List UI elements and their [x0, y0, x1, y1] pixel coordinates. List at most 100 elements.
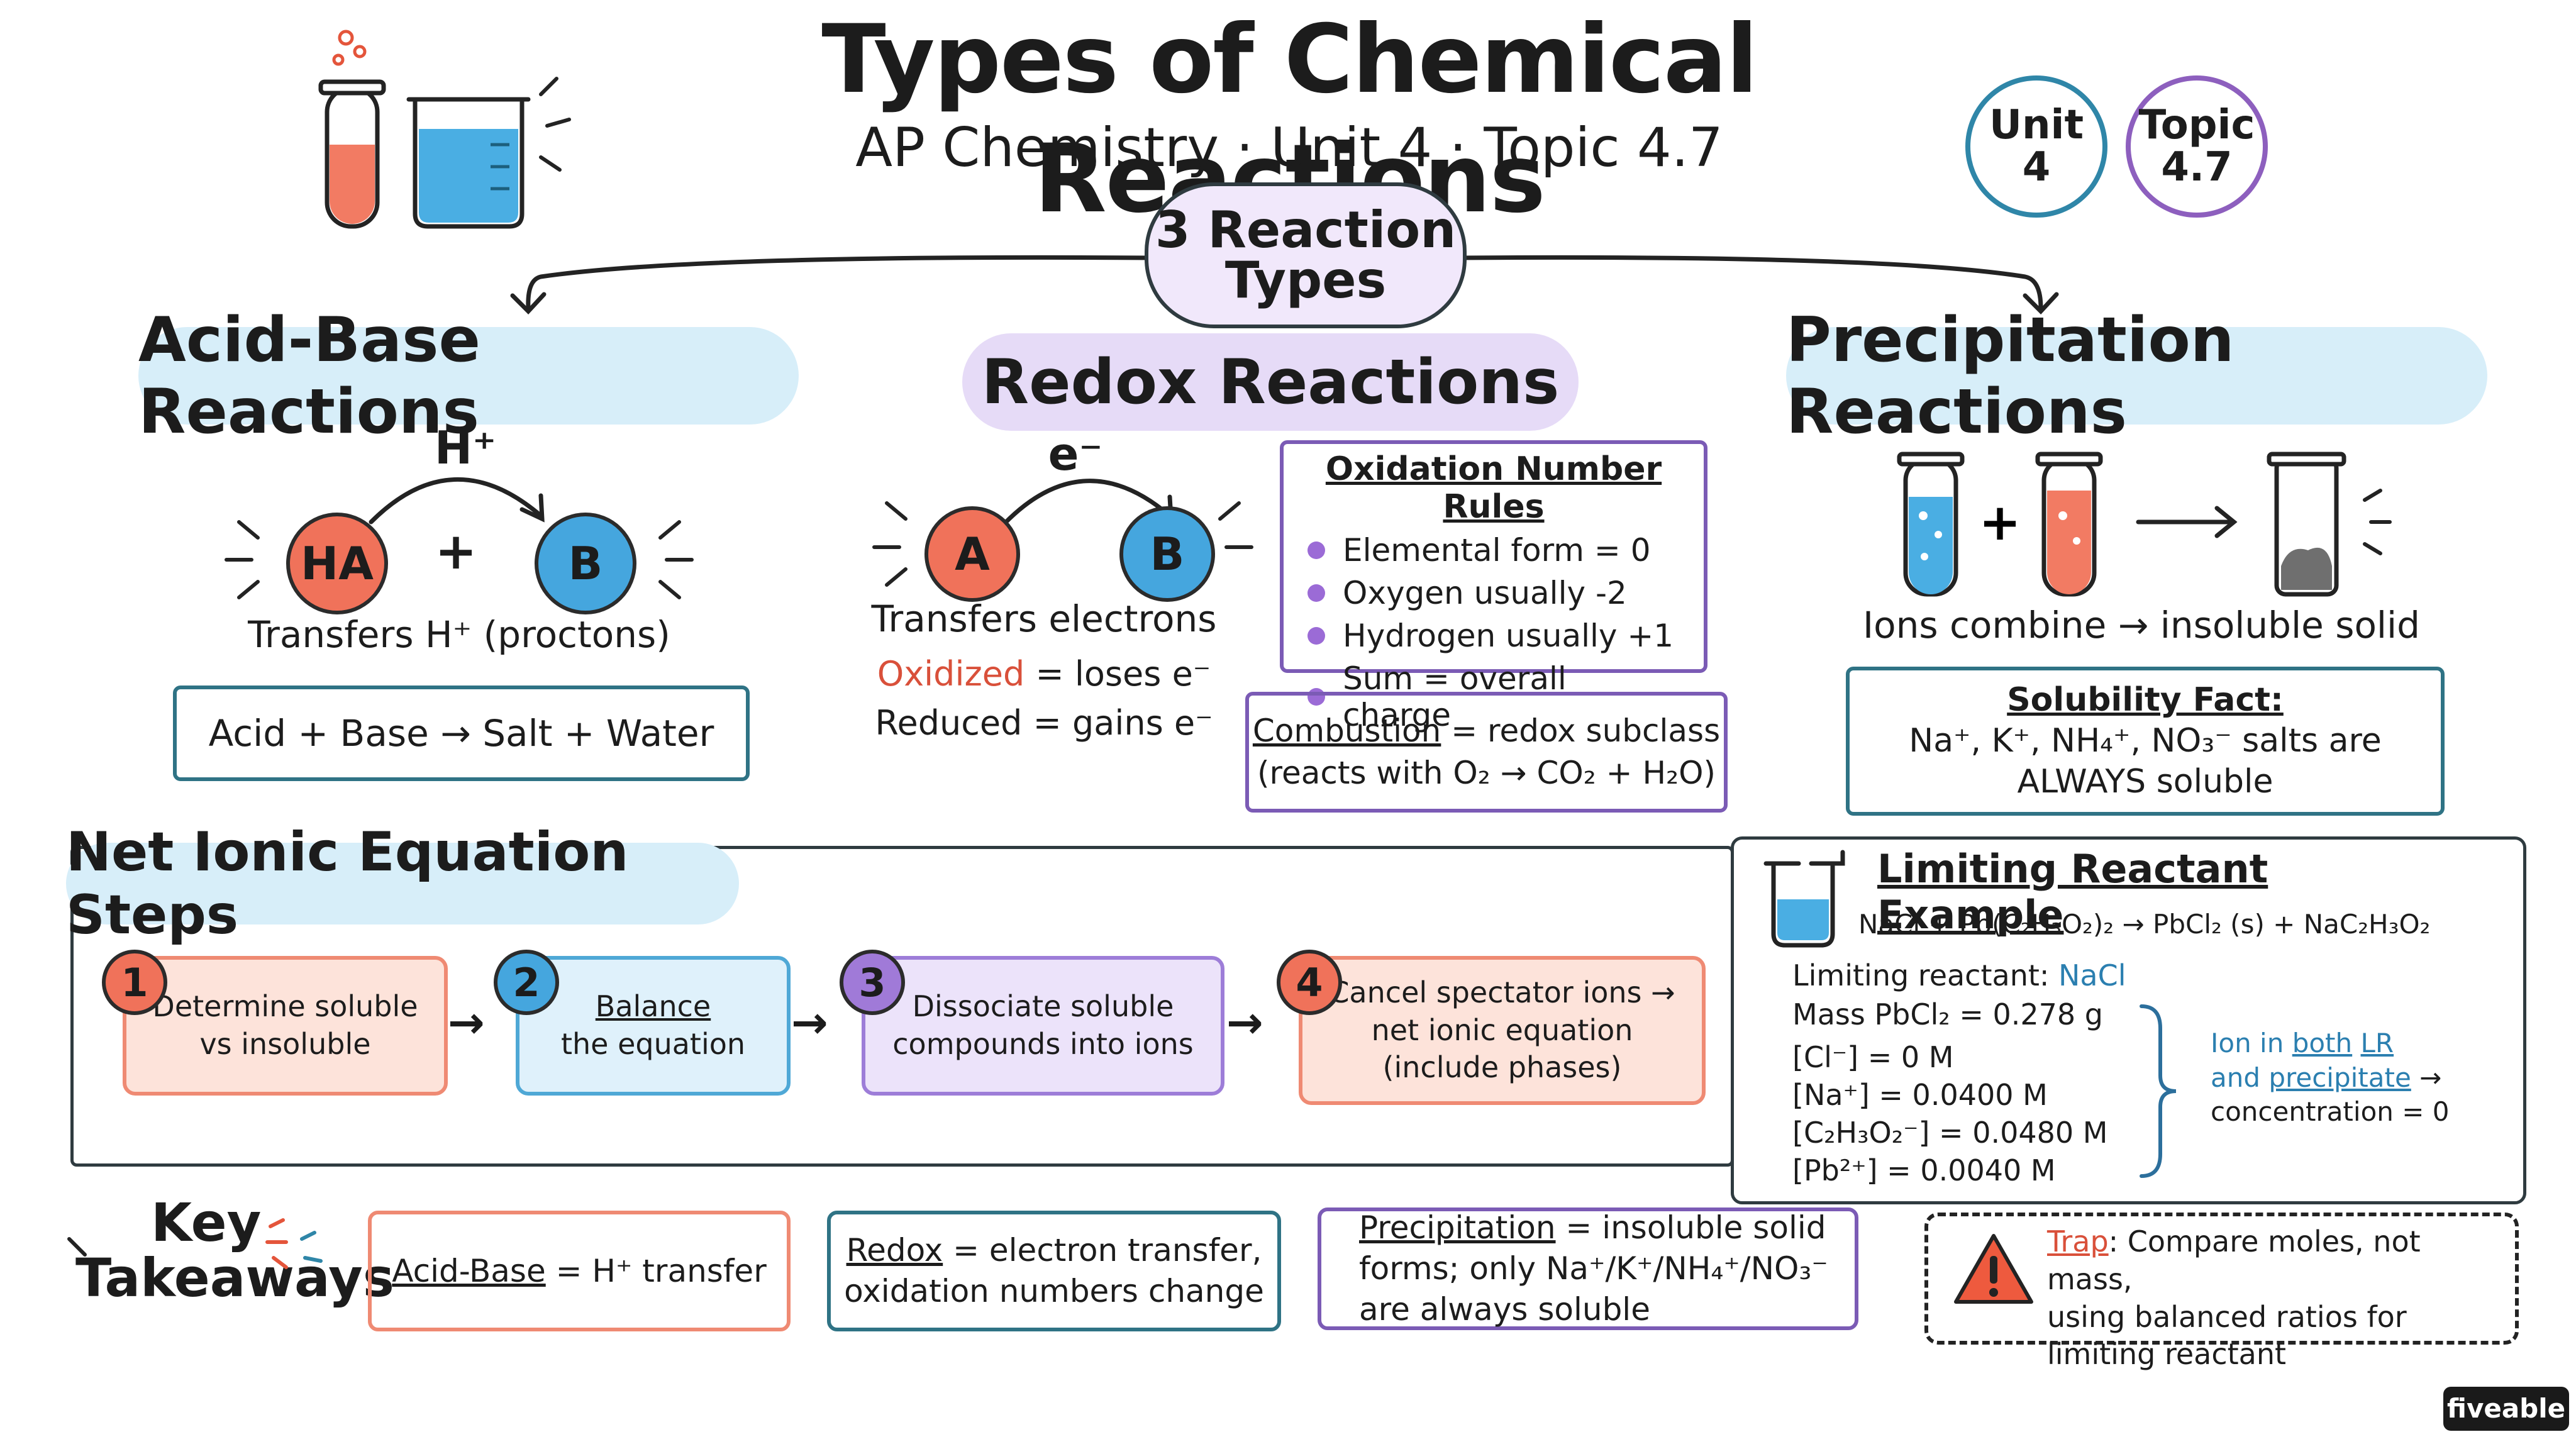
step-1-box: Determine soluble vs insoluble — [123, 956, 448, 1096]
takeaway-acid-base-rest: = H⁺ transfer — [545, 1252, 767, 1289]
solubility-fact-title: Solubility Fact: — [2007, 681, 2284, 719]
limiting-note: Ion in both LR and precipitate → concent… — [2211, 1026, 2506, 1130]
note-a: Ion in — [2211, 1028, 2292, 1058]
rule-item: Oxygen usually -2 — [1307, 575, 1680, 611]
oxidized-word: Oxidized — [877, 654, 1025, 694]
note-f: precipitate — [2268, 1062, 2411, 1093]
takeaways-sparks — [67, 1218, 323, 1269]
step-4-number: 4 — [1277, 950, 1342, 1015]
solubility-fact-line1: Na⁺, K⁺, NH₄⁺, NO₃⁻ salts are — [1909, 722, 2382, 760]
unit-badge-label: Unit — [1989, 101, 2084, 148]
brace-icon — [2140, 1004, 2177, 1178]
takeaway-redox: Redox = electron transfer, oxidation num… — [827, 1211, 1281, 1331]
takeaways-heading-line1: Key — [151, 1192, 262, 1253]
limiting-mass: Mass PbCl₂ = 0.278 g — [1792, 997, 2104, 1031]
hub-line2: Types — [1224, 251, 1387, 309]
precipitation-heading: Precipitation Reactions — [1786, 304, 2487, 448]
rule-item: Hydrogen usually +1 — [1307, 618, 1680, 654]
step-arrow-3: → — [1226, 997, 1263, 1048]
rule-text: Elemental form = 0 — [1343, 532, 1651, 569]
takeaway-precip-rest: = insoluble solid — [1555, 1209, 1826, 1246]
bullet-icon — [1307, 688, 1325, 706]
acid-base-caption: Transfers H⁺ (proctons) — [248, 613, 670, 656]
combustion-line2: (reacts with O₂ → CO₂ + H₂O) — [1257, 755, 1716, 791]
step-arrow-1: → — [448, 997, 485, 1048]
oxidation-rules-box: Oxidation Number Rules Elemental form = … — [1280, 440, 1707, 733]
step-4-box: Cancel spectator ions → net ionic equati… — [1299, 956, 1706, 1105]
takeaway-redox-line2: oxidation numbers change — [844, 1273, 1264, 1309]
test-tube-icon — [1897, 452, 1965, 597]
acid-circle: HA — [286, 513, 388, 614]
takeaways-heading: Key Takeaways — [75, 1192, 394, 1321]
combustion-line1: Combustion = redox subclass — [1249, 710, 1724, 753]
step-3-line1: Dissociate soluble — [912, 989, 1174, 1024]
limiting-reactant-value: NaCl — [2058, 958, 2126, 992]
conc-acetate: [C₂H₃O₂⁻] = 0.0480 M — [1792, 1116, 2108, 1150]
takeaway-precipitation: Precipitation = insoluble solid forms; o… — [1318, 1208, 1858, 1330]
rule-item: Elemental form = 0 — [1307, 532, 1680, 569]
limiting-title: Limiting Reactant Example — [1877, 846, 2268, 938]
redox-heading: Redox Reactions — [962, 333, 1579, 431]
page-title: Types of Chemical Reactions — [821, 5, 1758, 234]
redox-caption: Transfers electrons — [871, 597, 1217, 640]
solubility-fact-box: Solubility Fact: Na⁺, K⁺, NH₄⁺, NO₃⁻ sal… — [1846, 667, 2445, 816]
note-c — [2352, 1028, 2360, 1058]
rule-text: Oxygen usually -2 — [1343, 575, 1627, 611]
note-g: → — [2411, 1062, 2442, 1093]
arrow-right-icon — [2136, 506, 2238, 538]
header-illustration — [302, 19, 591, 233]
rule-text: Hydrogen usually +1 — [1343, 618, 1674, 654]
step-arrow-2: → — [791, 997, 828, 1048]
takeaway-redox-rest: = electron transfer, — [943, 1232, 1262, 1269]
limiting-equation: NaCl + Pb(C₂H₃O₂)₂ → PbCl₂ (s) + NaC₂H₃O… — [1858, 909, 2431, 940]
step-2-line2: the equation — [560, 1027, 746, 1061]
precip-plus: + — [1979, 493, 2021, 552]
net-ionic-heading: Net Ionic Equation Steps — [66, 821, 739, 947]
combustion-word: Combustion — [1252, 712, 1441, 749]
oxidation-rules-list: Elemental form = 0 Oxygen usually -2 Hyd… — [1307, 532, 1680, 733]
step-4-line1: Cancel spectator ions → — [1329, 975, 1675, 1009]
precipitation-illustration: + — [1897, 452, 2392, 597]
precipitate-tube-icon — [2267, 452, 2392, 597]
hub-box: 3 Reaction Types — [1145, 182, 1467, 328]
trap-line3: limiting reactant — [2047, 1337, 2287, 1372]
rule-text: Sum = overall charge — [1343, 660, 1567, 733]
solubility-fact-line2: ALWAYS soluble — [2017, 763, 2273, 801]
note-e: and — [2211, 1062, 2269, 1093]
limiting-note-line1: Ion in both LR — [2211, 1026, 2506, 1061]
test-tube-icon — [2035, 452, 2103, 597]
acid-base-plus: + — [435, 522, 477, 580]
limiting-note-line2: and precipitate → — [2211, 1061, 2506, 1096]
takeaway-precip-line3: are always soluble — [1359, 1291, 1650, 1328]
trap-text: Trap: Compare moles, not mass, using bal… — [2047, 1223, 2512, 1374]
takeaway-precip-line2: forms; only Na⁺/K⁺/NH₄⁺/NO₃⁻ — [1359, 1250, 1828, 1287]
beaker-icon — [1763, 850, 1845, 948]
step-3-number: 3 — [840, 950, 905, 1015]
bullet-icon — [1307, 584, 1325, 602]
oxidized-rest: = loses e⁻ — [1024, 654, 1211, 694]
redox-a-circle: A — [924, 506, 1020, 602]
takeaway-precip-strong: Precipitation — [1359, 1209, 1556, 1246]
rule-item: Sum = overall charge — [1307, 660, 1680, 733]
bullet-icon — [1307, 627, 1325, 645]
acid-base-equation: Acid + Base → Salt + Water — [173, 686, 750, 781]
oxidation-rules-title: Oxidation Number Rules — [1325, 450, 1662, 526]
step-1-line1: Determine soluble — [152, 989, 418, 1024]
topic-badge-value: 4.7 — [2161, 144, 2233, 191]
bullet-icon — [1307, 541, 1325, 559]
limiting-reactant-label: Limiting reactant: — [1792, 958, 2059, 992]
combustion-rest: = redox subclass — [1441, 712, 1721, 749]
unit-badge: Unit 4 — [1965, 75, 2107, 218]
step-2-box: Balance the equation — [516, 956, 791, 1096]
branch-arrows — [510, 255, 2059, 315]
step-4-line2: net ionic equation — [1371, 1013, 1633, 1047]
conc-pb: [Pb²⁺] = 0.0040 M — [1792, 1153, 2056, 1187]
step-2-line1: Balance — [595, 989, 711, 1024]
precipitation-caption: Ions combine → insoluble solid — [1863, 604, 2420, 647]
topic-badge: Topic 4.7 — [2126, 75, 2268, 218]
step-1-line2: vs insoluble — [199, 1027, 371, 1061]
redox-oxidized: Oxidized = loses e⁻ — [843, 654, 1245, 694]
takeaway-acid-base: Acid-Base = H⁺ transfer — [368, 1211, 791, 1331]
combustion-box: Combustion = redox subclass (reacts with… — [1245, 692, 1728, 813]
page-subtitle: AP Chemistry · Unit 4 · Topic 4.7 — [855, 116, 1723, 179]
